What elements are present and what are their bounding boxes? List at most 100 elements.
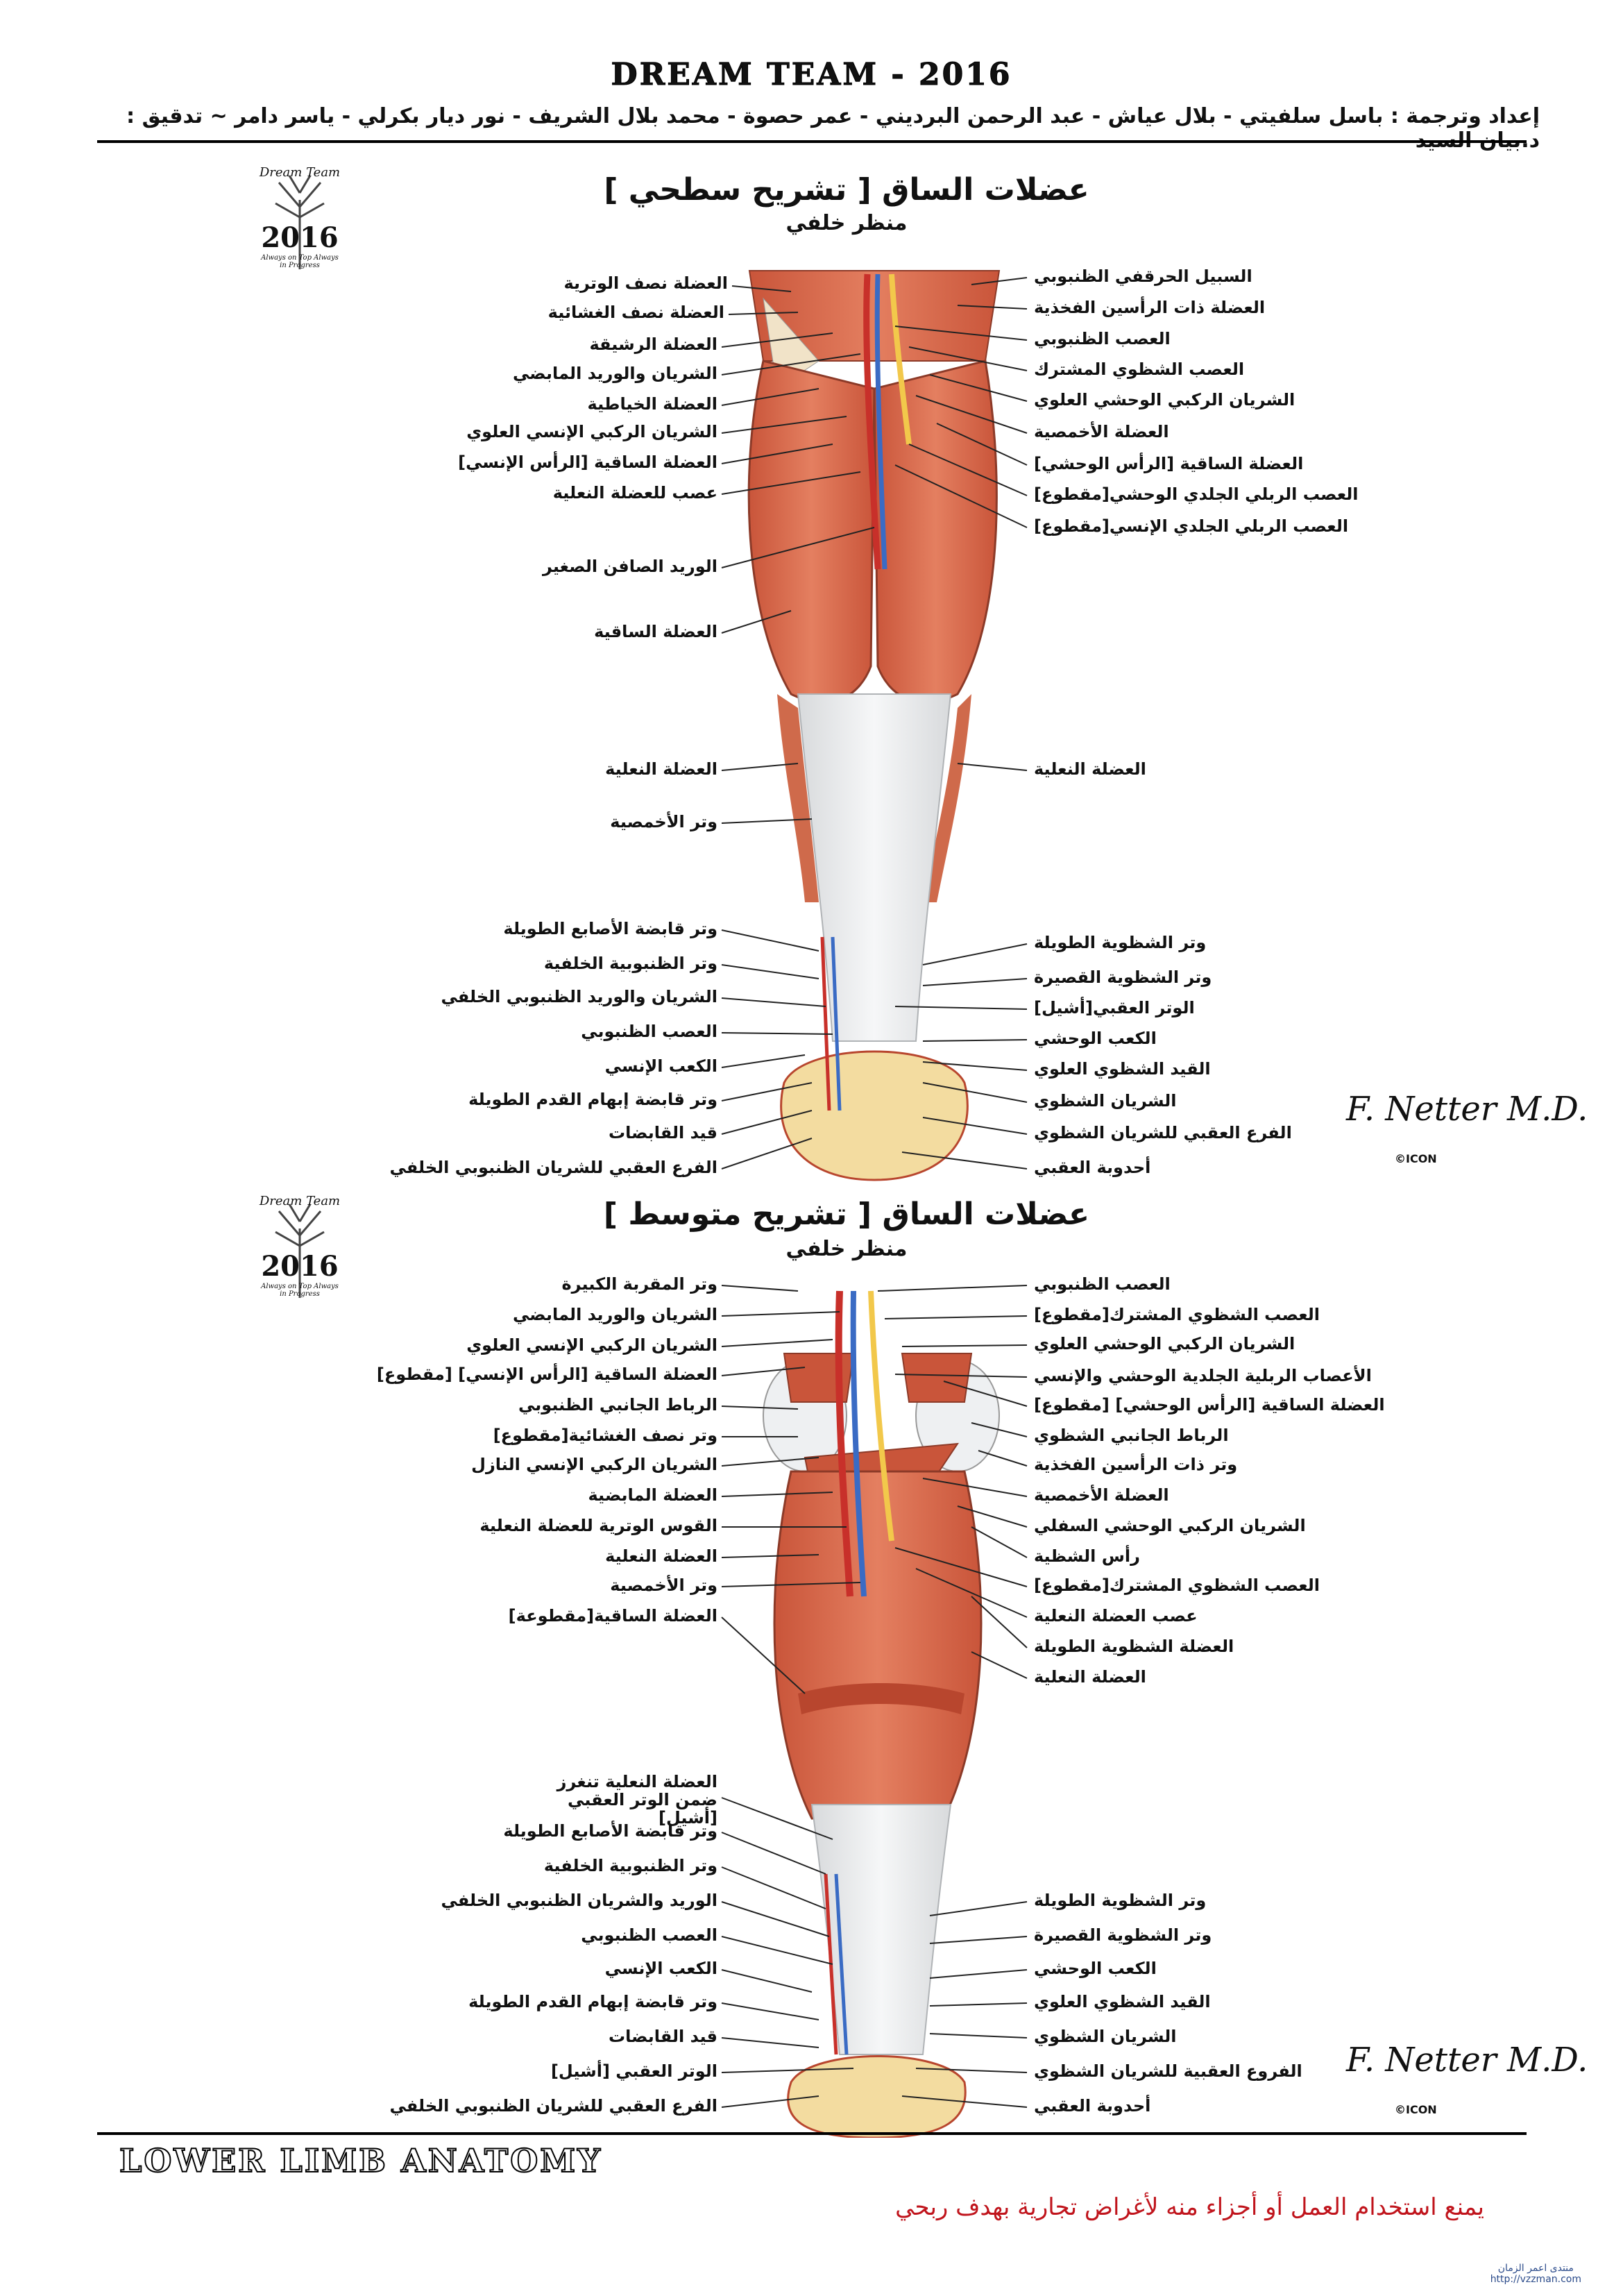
s2-right-label: وتر الشظوية القصيرة <box>1034 1925 1212 1945</box>
s2-right-label: رأس الشظية <box>1034 1546 1140 1566</box>
s2-right-label: العضلة الأخمصية <box>1034 1485 1169 1505</box>
s1-left-label: العضلة الرشيقة <box>589 335 717 354</box>
section2-title: عضلات الساق [ تشريح متوسط ] <box>603 1197 1090 1232</box>
s2-right-label: الفروع العقبية للشريان الشظوي <box>1034 2061 1302 2081</box>
netter-signature: F. Netter M.D. <box>1346 2041 1588 2079</box>
s1-left-label: العضلة نصف الغشائية <box>547 303 724 322</box>
s1-right-label: العضلة ذات الرأسين الفخذية <box>1034 298 1266 317</box>
s1-left-label: العضلة الخياطية <box>587 394 717 414</box>
s2-left-label: العضلة النعلية تنغرز ضمن الوتر العقبي [أ… <box>556 1772 717 1827</box>
s2-left-label: العضلة الساقية[مقطوعة] <box>508 1606 717 1626</box>
logo-slogan: Always on Top Always in Progress <box>261 1283 339 1298</box>
s2-right-label: الرباط الجانبي الشظوي <box>1034 1426 1229 1445</box>
team-title: DREAM TEAM - 2016 <box>611 57 1012 93</box>
logo-top-text: Dream Team <box>259 1194 341 1208</box>
dream-team-logo: Dream Team 2016 Always on Top Always in … <box>258 1194 341 1305</box>
s2-right-label: وتر ذات الرأسين الفخذية <box>1034 1455 1238 1474</box>
s1-right-label: الفرع العقبي للشريان الشظوي <box>1034 1123 1292 1142</box>
s1-left-label: الكعب الإنسي <box>604 1056 717 1076</box>
s2-right-label: العضلة النعلية <box>1034 1667 1146 1687</box>
s2-right-label: وتر الشظوية الطويلة <box>1034 1891 1207 1910</box>
watermark-url: http://vzzman.com <box>1490 2274 1581 2285</box>
logo-top-text: Dream Team <box>259 165 341 180</box>
s2-left-label: العصب الظنبوبي <box>581 1925 717 1945</box>
netter-tag: ©ICON <box>1395 2103 1437 2116</box>
s1-left-label: العضلة نصف الوترية <box>563 273 728 293</box>
logo-year: 2016 <box>261 221 339 254</box>
s2-left-label: العضلة النعلية <box>605 1546 717 1566</box>
s2-left-label: وتر المقربة الكبيرة <box>561 1274 717 1294</box>
s2-right-label: القيد الشظوي العلوي <box>1034 1992 1211 2011</box>
s2-left-label: الشريان الركبي الإنسي العلوي <box>466 1335 717 1355</box>
s1-left-label: وتر الأخمصية <box>610 812 717 832</box>
s1-right-label: السبيل الحرقفي الظنبوبي <box>1034 267 1252 286</box>
s2-left-label: وتر قابضة إبهام القدم الطويلة <box>468 1992 717 2011</box>
s2-right-label: الشريان الركبي الوحشي العلوي <box>1034 1334 1295 1353</box>
credits-line: إعداد وترجمة : باسل سلفيتي - بلال عياش -… <box>126 104 1540 153</box>
leg-superficial-figure <box>721 270 1028 1181</box>
s1-left-label: الوريد الصافن الصغير <box>542 557 717 576</box>
s2-right-label: الأعصاب الربلية الجلدية الوحشي والإنسي <box>1034 1366 1372 1385</box>
s1-right-label: العصب الربلي الجلدي الإنسي[مقطوع] <box>1034 516 1349 536</box>
tree-logo-icon <box>275 1204 325 1298</box>
netter-tag: ©ICON <box>1395 1152 1437 1165</box>
s1-right-label: الشريان الشظوي <box>1034 1091 1177 1111</box>
s1-right-label: وتر الشظوية القصيرة <box>1034 968 1212 987</box>
s1-right-label: أحدوبة العقبي <box>1034 1158 1151 1177</box>
s1-left-label: العضلة الساقية <box>594 622 717 641</box>
s1-left-label: وتر قابضة الأصابع الطويلة <box>503 919 717 938</box>
footer-notice: يمنع استخدام العمل أو أجزاء منه لأغراض ت… <box>895 2193 1484 2221</box>
s1-right-label: الشريان الركبي الوحشي العلوي <box>1034 390 1295 410</box>
s2-left-label: الوريد والشريان الظنبوبي الخلفي <box>441 1891 718 1910</box>
s2-right-label: العصب الظنبوبي <box>1034 1274 1171 1294</box>
section2-subtitle: منظر خلفي <box>785 1237 908 1261</box>
s1-left-label: العضلة الساقية [الرأس الإنسي] <box>458 453 717 472</box>
header-rule <box>97 140 1527 143</box>
s2-right-label: الشريان الشظوي <box>1034 2027 1177 2046</box>
leg-intermediate-figure <box>721 1285 1028 2138</box>
s2-left-label: وتر الأخمصية <box>610 1576 717 1595</box>
s2-left-label: الوتر العقبي [أشيل] <box>550 2061 717 2081</box>
footer-title: LOWER LIMB ANATOMY <box>119 2141 603 2180</box>
s1-left-label: الشريان الركبي الإنسي العلوي <box>466 422 717 441</box>
s2-left-label: الكعب الإنسي <box>604 1959 717 1978</box>
s1-right-label: القيد الشظوي العلوي <box>1034 1059 1211 1079</box>
watermark-text: منتدى اعمر الزمان <box>1497 2263 1574 2274</box>
s2-right-label: عصب العضلة النعلية <box>1034 1606 1198 1626</box>
s1-left-label: قيد القابضات <box>608 1123 717 1142</box>
s2-left-label: وتر نصف الغشائية[مقطوع] <box>493 1426 717 1445</box>
s2-left-label: القوس الوترية للعضلة النعلية <box>479 1516 717 1535</box>
s1-right-label: وتر الشظوية الطويلة <box>1034 933 1207 952</box>
s2-left-label: العضلة الساقية [الرأس الإنسي] [مقطوع] <box>376 1365 717 1384</box>
s2-left-label: العضلة المابضية <box>588 1485 718 1505</box>
s1-right-label: العضلة النعلية <box>1034 759 1146 779</box>
footer-rule <box>97 2132 1527 2135</box>
s2-left-label: قيد القابضات <box>608 2027 717 2046</box>
s1-left-label: عصب للعضلة النعلية <box>552 483 717 503</box>
s1-left-label: الشريان والوريد المابضي <box>513 364 717 383</box>
s2-right-label: العضلة الشظوية الطويلة <box>1034 1637 1234 1656</box>
s1-left-label: الفرع العقبي للشريان الظنبوبي الخلفي <box>389 1158 718 1177</box>
s1-right-label: العصب الظنبوبي <box>1034 329 1171 348</box>
dream-team-logo: Dream Team 2016 Always on Top Always in … <box>258 165 341 276</box>
s1-right-label: الوتر العقبي[أشيل] <box>1034 998 1195 1018</box>
s1-right-label: الكعب الوحشي <box>1034 1029 1157 1048</box>
s1-left-label: وتر الظنبوبية الخلفية <box>543 954 717 973</box>
s1-left-label: العضلة النعلية <box>605 759 717 779</box>
tree-logo-icon <box>275 175 325 269</box>
s2-left-label: الشريان الركبي الإنسي النازل <box>471 1455 717 1474</box>
s2-right-label: العصب الشظوي المشترك[مقطوع] <box>1034 1576 1320 1595</box>
netter-signature: F. Netter M.D. <box>1346 1090 1588 1129</box>
s2-left-label: وتر الظنبوبية الخلفية <box>543 1856 717 1875</box>
section1-title: عضلات الساق [ تشريح سطحي ] <box>604 172 1089 208</box>
s2-right-label: أحدوبة العقبي <box>1034 2096 1151 2116</box>
s1-right-label: العضلة الساقية [الرأس الوحشي] <box>1034 454 1304 473</box>
s2-right-label: العضلة الساقية [الرأس الوحشي] [مقطوع] <box>1034 1395 1385 1415</box>
s1-left-label: الشريان والوريد الظنبوبي الخلفي <box>441 987 718 1006</box>
s2-left-label: الرباط الجانبي الظنبوبي <box>518 1395 717 1415</box>
s1-right-label: العصب الشظوي المشترك <box>1034 360 1245 379</box>
s1-right-label: العصب الربلي الجلدي الوحشي[مقطوع] <box>1034 484 1359 504</box>
s2-left-label: وتر قابضة الأصابع الطويلة <box>503 1821 717 1841</box>
logo-year: 2016 <box>261 1250 339 1283</box>
s2-right-label: العصب الشظوي المشترك[مقطوع] <box>1034 1305 1320 1324</box>
